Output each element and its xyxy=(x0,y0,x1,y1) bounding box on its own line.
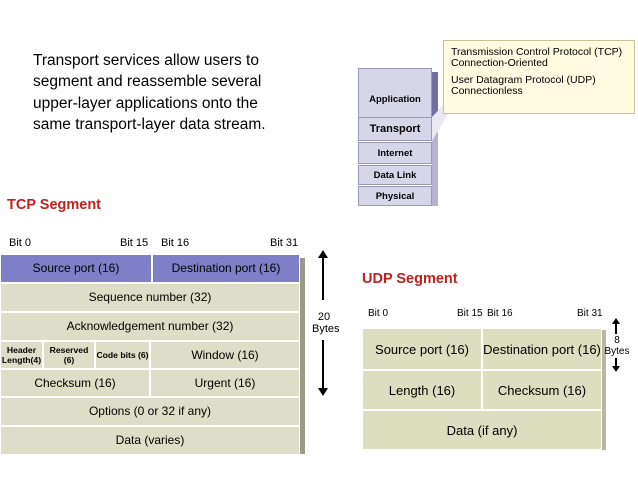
udp-size-arrow-line-bottom xyxy=(615,358,617,366)
tcp-bit-16: Bit 16 xyxy=(161,237,190,249)
tcp-size-arrow-line-bottom xyxy=(322,340,324,388)
udp-segment-title: UDP Segment xyxy=(362,271,458,287)
tcp-size-label: 20 Bytes xyxy=(312,311,340,335)
transport-callout: Transmission Control Protocol (TCP) Conn… xyxy=(443,40,635,114)
layer-application-side xyxy=(432,72,438,130)
tcp-name: Transmission Control Protocol (TCP) xyxy=(451,46,623,58)
udp-name: User Datagram Protocol (UDP) xyxy=(451,74,596,86)
tcp-size-arrow-line-top xyxy=(322,258,324,300)
layer-physical: Physical xyxy=(358,186,432,206)
tcp-segment-title: TCP Segment xyxy=(7,197,102,213)
intro-text: Transport services allow users to segmen… xyxy=(33,52,266,134)
udp-size-arrow-line-top xyxy=(615,324,617,334)
udp-bit-0: Bit 0 xyxy=(368,308,389,319)
udp-source-port: Source port (16) xyxy=(362,328,482,370)
tcp-data: Data (varies) xyxy=(0,426,300,455)
layer-data-link: Data Link xyxy=(358,165,432,185)
tcp-type: Connection-Oriented xyxy=(451,57,548,69)
udp-length: Length (16) xyxy=(362,370,482,410)
tcp-ack-number: Acknowledgement number (32) xyxy=(0,312,300,341)
tcp-size-number: 20 xyxy=(317,311,331,323)
tcp-bit-15: Bit 15 xyxy=(120,237,149,249)
udp-data: Data (if any) xyxy=(362,410,602,450)
tcp-sequence-number: Sequence number (32) xyxy=(0,283,300,312)
udp-size-number: 8 xyxy=(614,335,620,346)
layer-stack-side xyxy=(432,117,438,206)
udp-size-arrow-down xyxy=(612,366,620,372)
tcp-shadow xyxy=(300,258,305,454)
tcp-urgent: Urgent (16) xyxy=(150,369,300,397)
udp-checksum: Checksum (16) xyxy=(482,370,602,410)
tcp-size-arrow-down xyxy=(318,388,328,396)
tcp-header-length: Header Length(4) xyxy=(0,341,43,369)
layer-transport: Transport xyxy=(358,117,432,141)
tcp-options: Options (0 or 32 if any) xyxy=(0,397,300,426)
tcp-reserved: Reserved (6) xyxy=(43,341,95,369)
tcp-size-unit: Bytes xyxy=(312,323,340,335)
udp-bit-15: Bit 15 xyxy=(457,308,483,319)
udp-bit-31: Bit 31 xyxy=(577,308,603,319)
tcp-bit-0: Bit 0 xyxy=(9,237,32,249)
tcp-code-bits: Code bits (6) xyxy=(95,341,150,369)
udp-type: Connectionless xyxy=(451,85,523,97)
udp-destination-port: Destination port (16) xyxy=(482,328,602,370)
udp-shadow xyxy=(602,330,606,450)
tcp-window: Window (16) xyxy=(150,341,300,369)
udp-bit-16: Bit 16 xyxy=(487,308,513,319)
tcp-destination-port: Destination port (16) xyxy=(152,254,300,283)
tcp-checksum: Checksum (16) xyxy=(0,369,150,397)
udp-size-label: 8 Bytes xyxy=(604,335,630,357)
tcp-bit-31: Bit 31 xyxy=(270,237,299,249)
layer-internet: Internet xyxy=(358,142,432,164)
udp-size-arrow-up xyxy=(612,318,620,324)
tcp-size-arrow-up xyxy=(318,250,328,258)
udp-size-unit: Bytes xyxy=(604,346,630,357)
tcp-source-port: Source port (16) xyxy=(0,254,152,283)
